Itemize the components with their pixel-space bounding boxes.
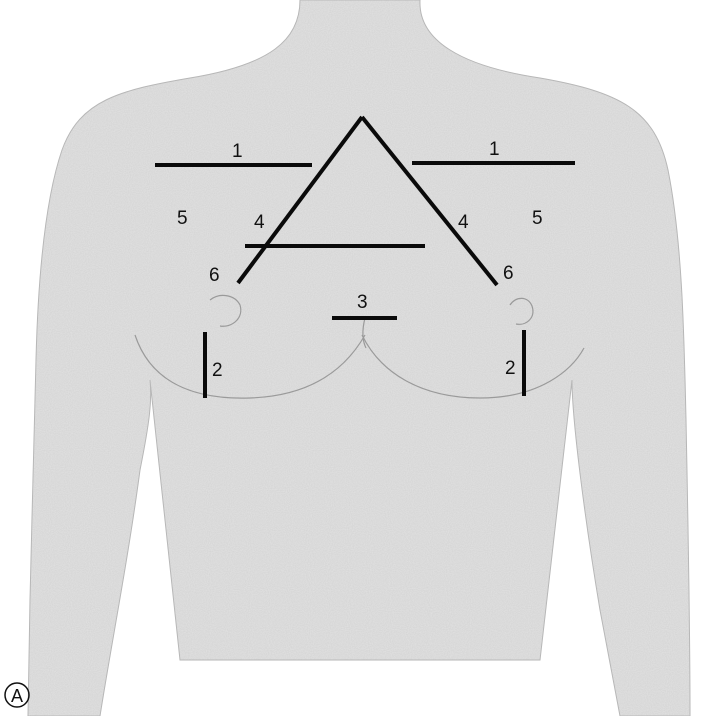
panel-label-text: A <box>11 686 23 706</box>
label-5-left: 5 <box>177 208 188 229</box>
label-4-right: 4 <box>458 212 469 233</box>
torso-texture <box>28 0 690 716</box>
label-2-left: 2 <box>212 360 223 381</box>
label-2-right: 2 <box>505 358 516 379</box>
label-6-right: 6 <box>503 263 514 284</box>
label-1-right: 1 <box>489 139 500 160</box>
label-3: 3 <box>357 292 368 313</box>
panel-label: A <box>5 683 29 707</box>
label-5-right: 5 <box>532 208 543 229</box>
label-6-left: 6 <box>209 265 220 286</box>
label-4-left: 4 <box>254 212 265 233</box>
torso-silhouette <box>28 0 690 716</box>
label-1-left: 1 <box>232 141 243 162</box>
